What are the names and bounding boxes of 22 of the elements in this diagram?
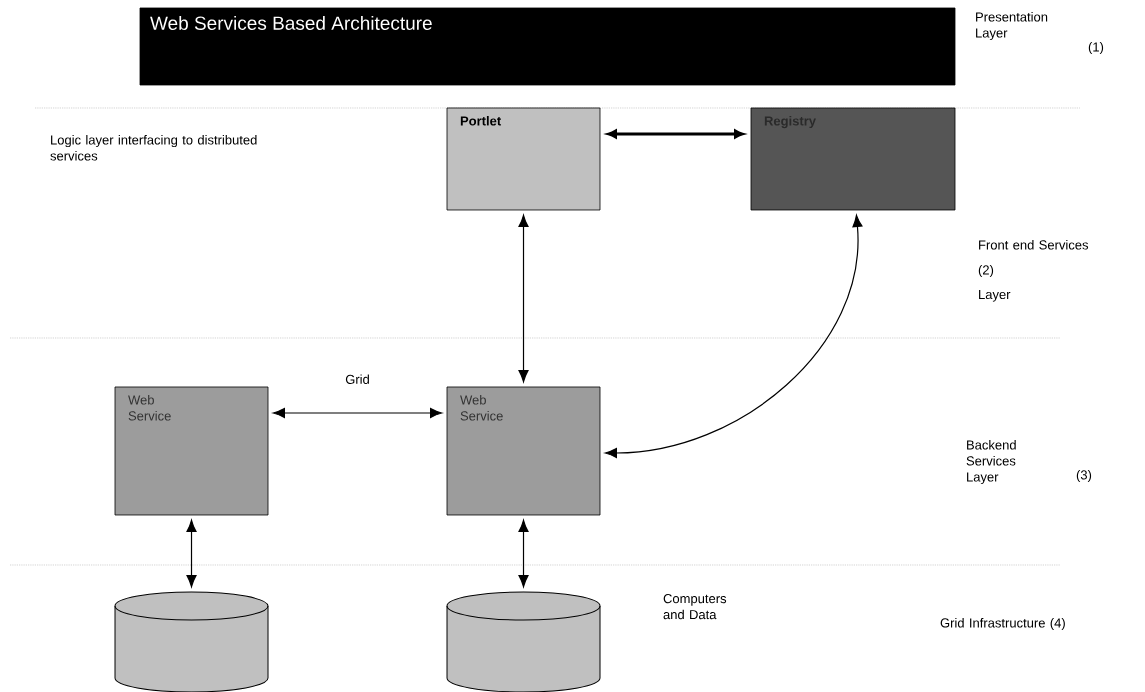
- arrow: [518, 519, 529, 588]
- database-cylinder: [446, 591, 601, 692]
- layer-label: Layer: [979, 290, 1011, 302]
- process-box: Web Service: [446, 386, 601, 516]
- arrow: [186, 519, 197, 588]
- layer-label: Grid Infrastructure (4): [940, 618, 1065, 631]
- process-box: Portlet: [446, 107, 601, 211]
- arrow: [518, 214, 529, 383]
- title-banner: Web Services Based Architecture: [139, 7, 956, 86]
- layer-label: (3): [1076, 470, 1092, 483]
- edge-label: Grid: [344, 373, 371, 385]
- layer-label: (2): [978, 265, 994, 278]
- layer-label: (1): [1088, 42, 1104, 55]
- database-cylinder: [114, 591, 269, 692]
- layer-label: Logic layer interfacing to distributed services: [50, 135, 257, 161]
- arrow: [272, 407, 443, 419]
- arrow: [604, 214, 863, 459]
- layer-label: Backend Services Layer: [966, 440, 1016, 485]
- layer-label: Front end Services: [979, 240, 1089, 250]
- process-box: Web Service: [114, 386, 269, 516]
- layer-label: Computers and Data: [663, 594, 727, 620]
- layer-label: Presentation Layer: [976, 12, 1048, 41]
